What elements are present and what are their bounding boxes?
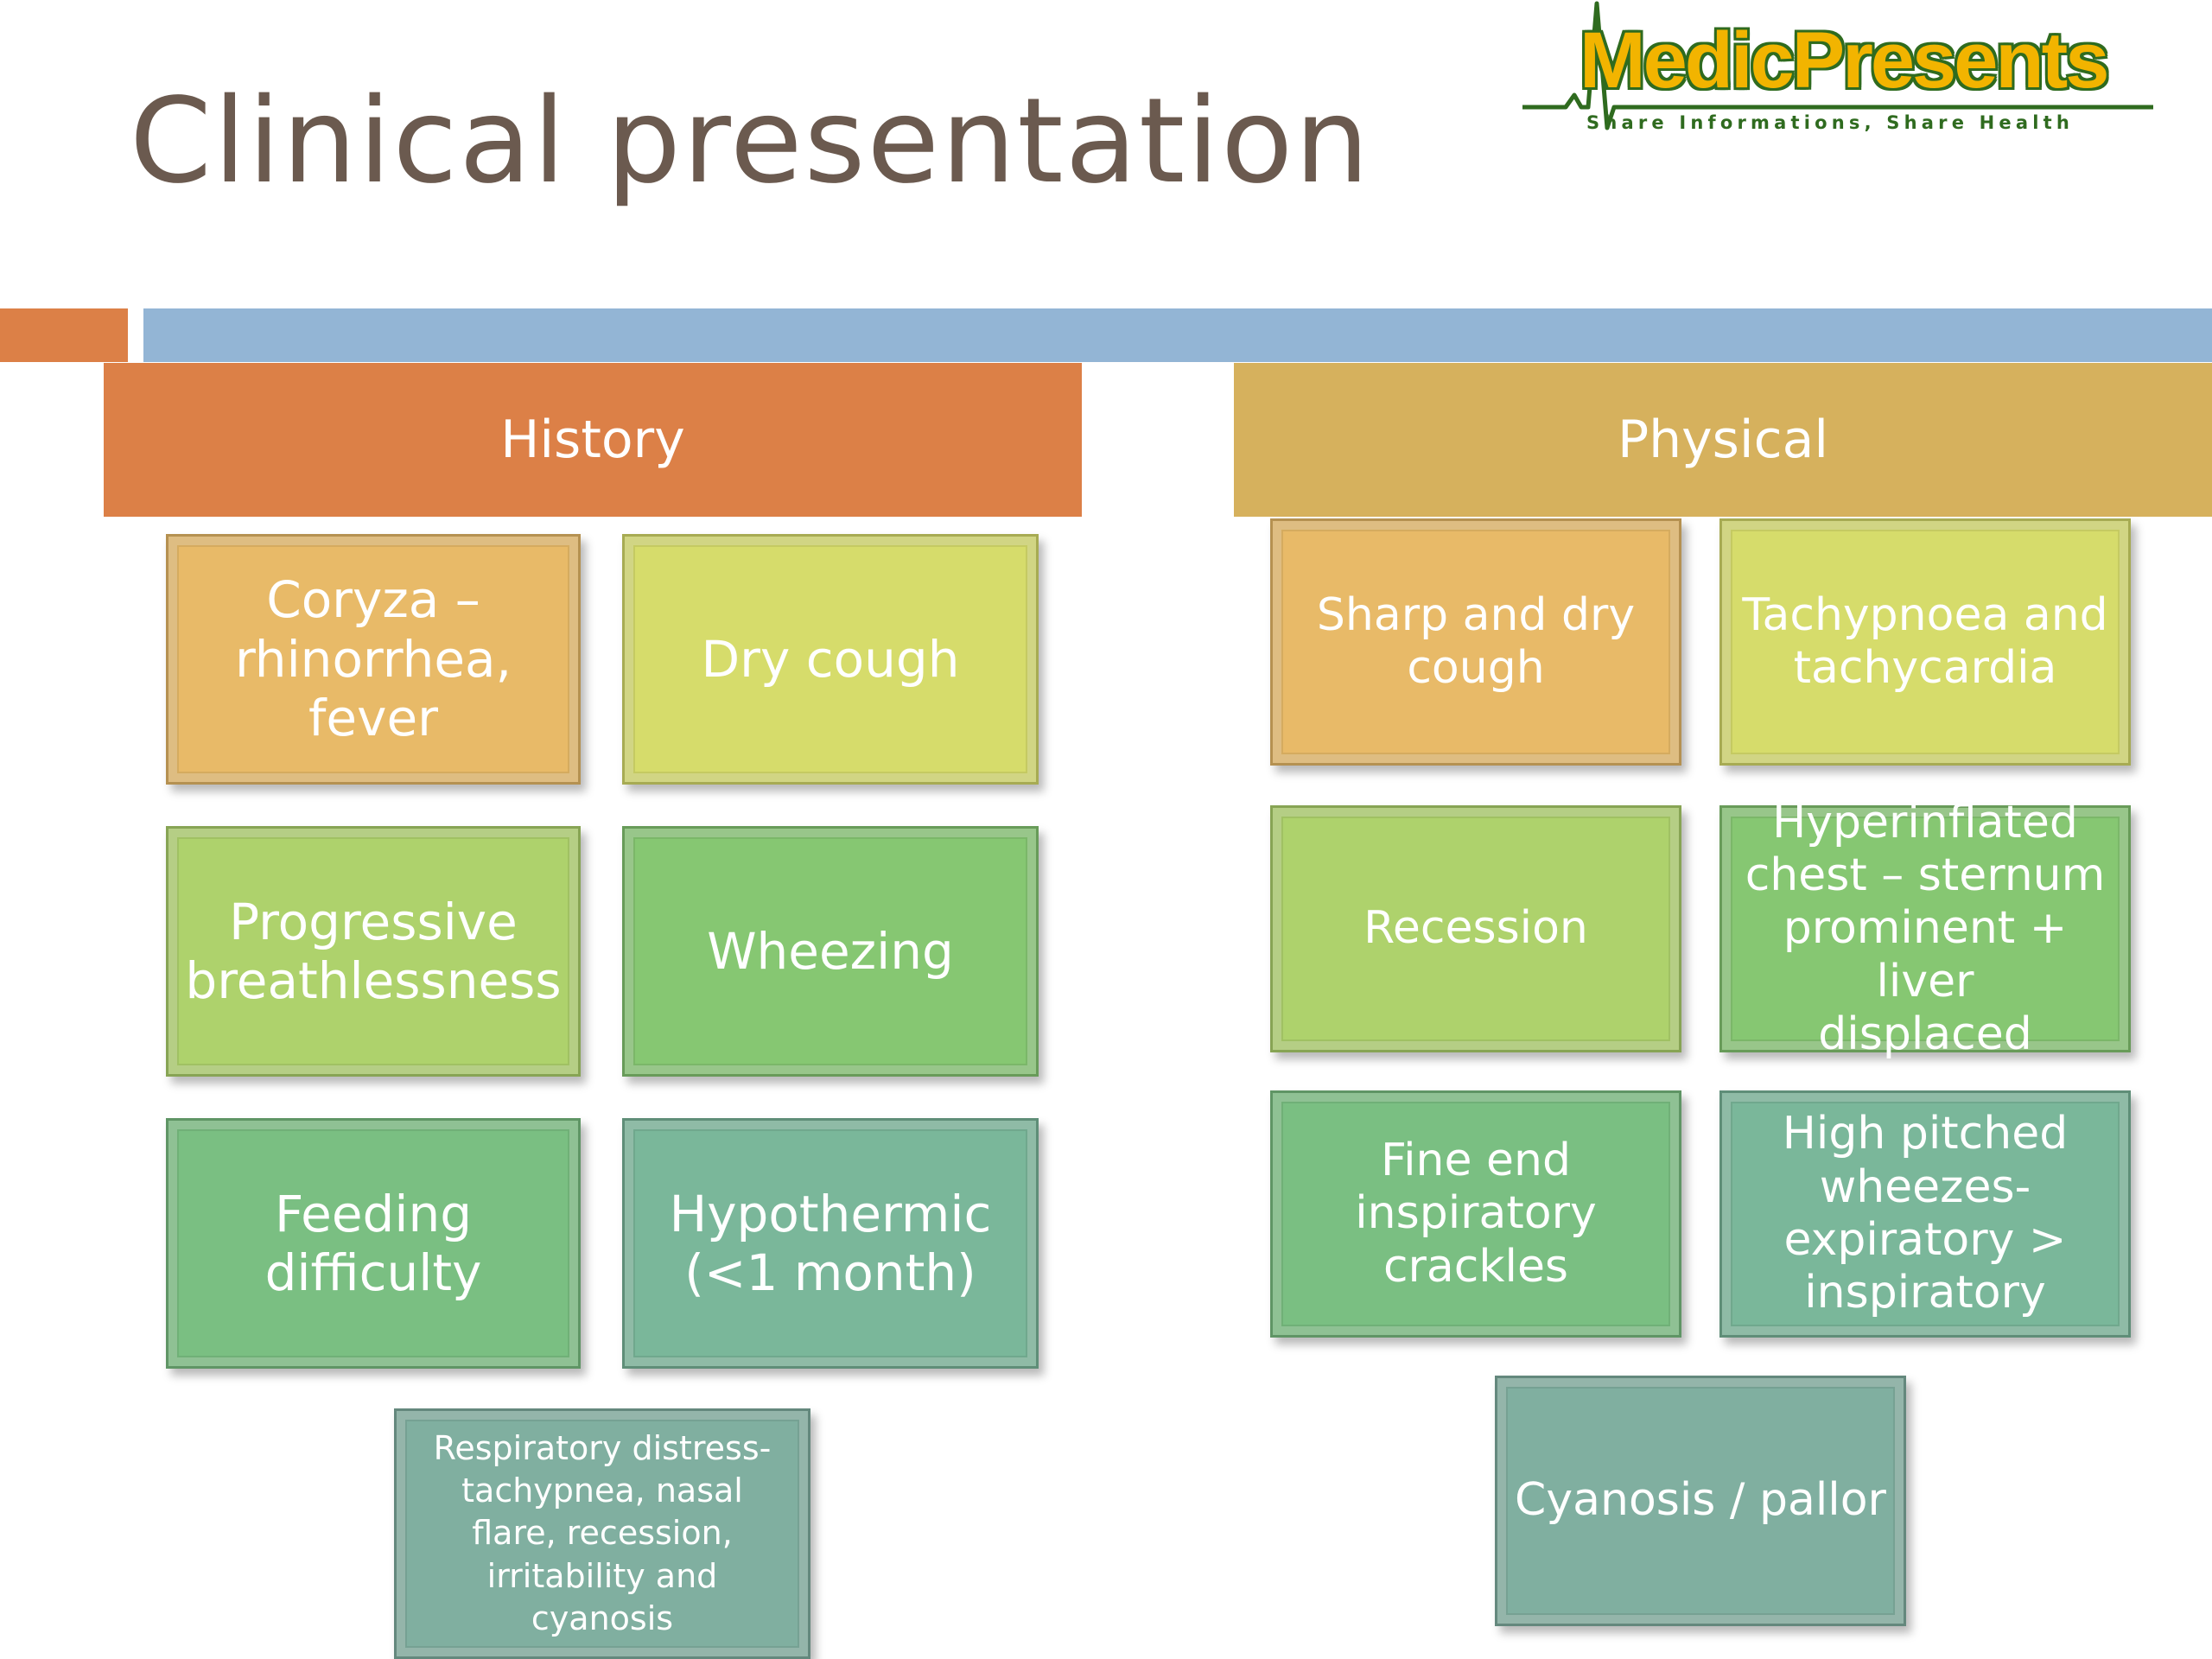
history-item-hypothermic: Hypothermic (<1 month) [622, 1118, 1039, 1369]
physical-item-cyanosis-pallor: Cyanosis / pallor [1495, 1376, 1906, 1626]
physical-item-sharp-dry-cough: Sharp and dry cough [1270, 518, 1681, 766]
history-item-wheezing: Wheezing [622, 826, 1039, 1077]
physical-item-hyperinflated-chest: Hyperinflated chest – sternum prominent … [1719, 797, 2131, 1060]
history-item-coryza: Coryza – rhinorrhea, fever [166, 534, 581, 785]
history-header-label: History [500, 410, 685, 470]
logo-tagline: Share Informations, Share Health [1586, 112, 2075, 133]
accent-bar-blue [143, 308, 2212, 362]
history-item-feeding-difficulty: Feeding difficulty [166, 1118, 581, 1369]
history-item-dry-cough: Dry cough [622, 534, 1039, 785]
physical-item-high-pitched-wheezes: High pitched wheezes- expiratory > inspi… [1719, 1090, 2131, 1338]
physical-header: Physical [1234, 363, 2212, 517]
accent-bar-orange [0, 308, 128, 362]
physical-item-fine-crackles: Fine end inspiratory crackles [1270, 1090, 1681, 1338]
slide-title: Clinical presentation [130, 73, 1371, 210]
history-item-progressive-breathlessness: Progressive breathlessness [166, 826, 581, 1077]
history-item-respiratory-distress: Respiratory distress- tachypnea, nasal f… [394, 1408, 810, 1659]
medicpresents-logo: MedicPresents Share Informations, Share … [1514, 0, 2162, 138]
history-header: History [104, 363, 1082, 517]
heartbeat-line-icon [1522, 1, 2153, 130]
physical-header-label: Physical [1617, 410, 1829, 470]
physical-item-recession: Recession [1270, 805, 1681, 1052]
physical-item-tachypnoea: Tachypnoea and tachycardia [1719, 518, 2131, 766]
logo-name: MedicPresents [1580, 16, 2109, 105]
